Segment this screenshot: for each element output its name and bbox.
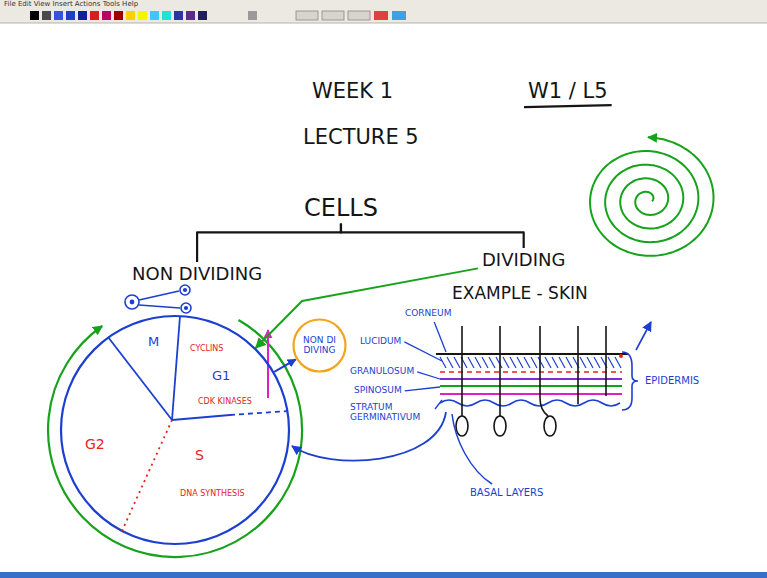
- phase-bubble: NON DI DIVING: [292, 318, 347, 373]
- heading: WEEK 1: [312, 80, 393, 103]
- pen-swatch: [162, 11, 171, 20]
- pen-swatch: [126, 11, 135, 20]
- leader-lines: [404, 322, 446, 409]
- toolbar-edge: [0, 23, 767, 24]
- hatch-stroke: [608, 357, 614, 368]
- pen-swatch: [42, 11, 51, 20]
- hatch-stroke: [489, 357, 495, 368]
- pen-swatch: [150, 11, 159, 20]
- pen-swatch: [30, 11, 39, 20]
- phase-divider: [172, 316, 180, 420]
- pen-swatch: [186, 11, 195, 20]
- pen-swatch: [198, 11, 207, 20]
- pen-swatch: [114, 11, 123, 20]
- phase-label: M: [148, 335, 159, 349]
- connector: [341, 223, 524, 248]
- pen-swatches: [30, 11, 207, 20]
- pen-swatch: [174, 11, 183, 20]
- layer-label: CORNEUM: [405, 309, 451, 319]
- phase-label: DNA SYNTHESIS: [180, 490, 245, 499]
- lecture-heading: LECTURE 5: [303, 126, 419, 149]
- pen-swatch: [138, 11, 147, 20]
- phase-label: CYCLINS: [190, 345, 223, 354]
- cycle-ring: [61, 316, 289, 544]
- phase-label: S: [195, 448, 204, 463]
- hatch-stroke: [510, 357, 516, 368]
- cycle-arrow: [48, 320, 302, 557]
- phase-divider: [230, 411, 288, 415]
- spiral-line: [590, 137, 713, 256]
- node-label: NON DIVIDING: [132, 264, 262, 284]
- hatch-stroke: [531, 357, 537, 368]
- hatch-stroke: [580, 357, 586, 368]
- cycle-outline: [60, 315, 290, 545]
- spiral-arrow: [590, 137, 713, 256]
- phase-label: G1: [212, 369, 230, 383]
- toolbar: [0, 0, 767, 23]
- layer-label: STRATUM GERMINATIVUM: [350, 403, 432, 423]
- layer-label: LUCIDUM: [360, 337, 401, 347]
- hatch-stroke: [594, 357, 600, 368]
- cell-cycle-circle: M CYCLINS G1CDK KINASES G2S DNA SYNTHESIS: [60, 315, 290, 545]
- hatch-stroke: [503, 357, 509, 368]
- hatch-stroke: [587, 357, 593, 368]
- underline: [524, 105, 612, 107]
- pen-swatch: [66, 11, 75, 20]
- hatch-stroke: [447, 357, 453, 368]
- pen-swatch: [54, 11, 63, 20]
- layer-label: SPINOSUM: [354, 386, 402, 396]
- example-label: EXAMPLE - SKIN: [452, 284, 588, 303]
- hatch-stroke: [545, 357, 551, 368]
- leader-line: [404, 342, 442, 361]
- phase-label: G2: [85, 437, 105, 452]
- leader-line: [417, 372, 440, 379]
- root-term: CELLS: [300, 193, 382, 223]
- phase-divider: [172, 415, 230, 420]
- branch-term: DIVIDING: [478, 248, 569, 272]
- connector: [256, 268, 478, 348]
- leader-line: [405, 387, 440, 391]
- layer-label: GRANULOSUM: [350, 367, 414, 377]
- region-label: EPIDERMIS: [645, 375, 699, 386]
- pen-swatch: [90, 11, 99, 20]
- layer-label: BASAL LAYERS: [470, 487, 543, 498]
- phase-divider: [122, 420, 172, 531]
- hatch-stroke: [615, 357, 621, 368]
- phase-divider: [108, 337, 172, 420]
- branch-term: NON DIVIDING: [128, 262, 266, 286]
- hatch-stroke: [517, 357, 523, 368]
- leader-line: [434, 322, 446, 352]
- node-label: NON DI DIVING: [300, 336, 340, 356]
- page-code: W1 / L5: [528, 80, 608, 103]
- window-bar: [0, 572, 767, 578]
- hatch-stroke: [559, 357, 565, 368]
- node-label: CELLS: [304, 195, 378, 221]
- connector: [274, 359, 295, 372]
- hatch-stroke: [454, 357, 460, 368]
- skin-section: [436, 322, 651, 484]
- hatch-stroke: [475, 357, 481, 368]
- phase-label: CDK KINASES: [198, 398, 252, 407]
- leader-line: [435, 400, 442, 409]
- hatch-stroke: [440, 357, 446, 368]
- daughter-cells: [125, 285, 191, 313]
- hatch-stroke: [552, 357, 558, 368]
- menu-bar: File Edit View Insert Actions Tools Help: [4, 1, 138, 9]
- bubble-ring: [294, 320, 346, 372]
- toolbar-icons: [248, 11, 406, 20]
- hatch-stroke: [468, 357, 474, 368]
- node-label: DIVIDING: [482, 250, 565, 270]
- hatch-stroke: [496, 357, 502, 368]
- pen-swatch: [78, 11, 87, 20]
- connector: [197, 223, 341, 262]
- pen-swatch: [102, 11, 111, 20]
- hatch-stroke: [524, 357, 530, 368]
- hatch-stroke: [538, 357, 544, 368]
- hatch-stroke: [482, 357, 488, 368]
- hatch-stroke: [566, 357, 572, 368]
